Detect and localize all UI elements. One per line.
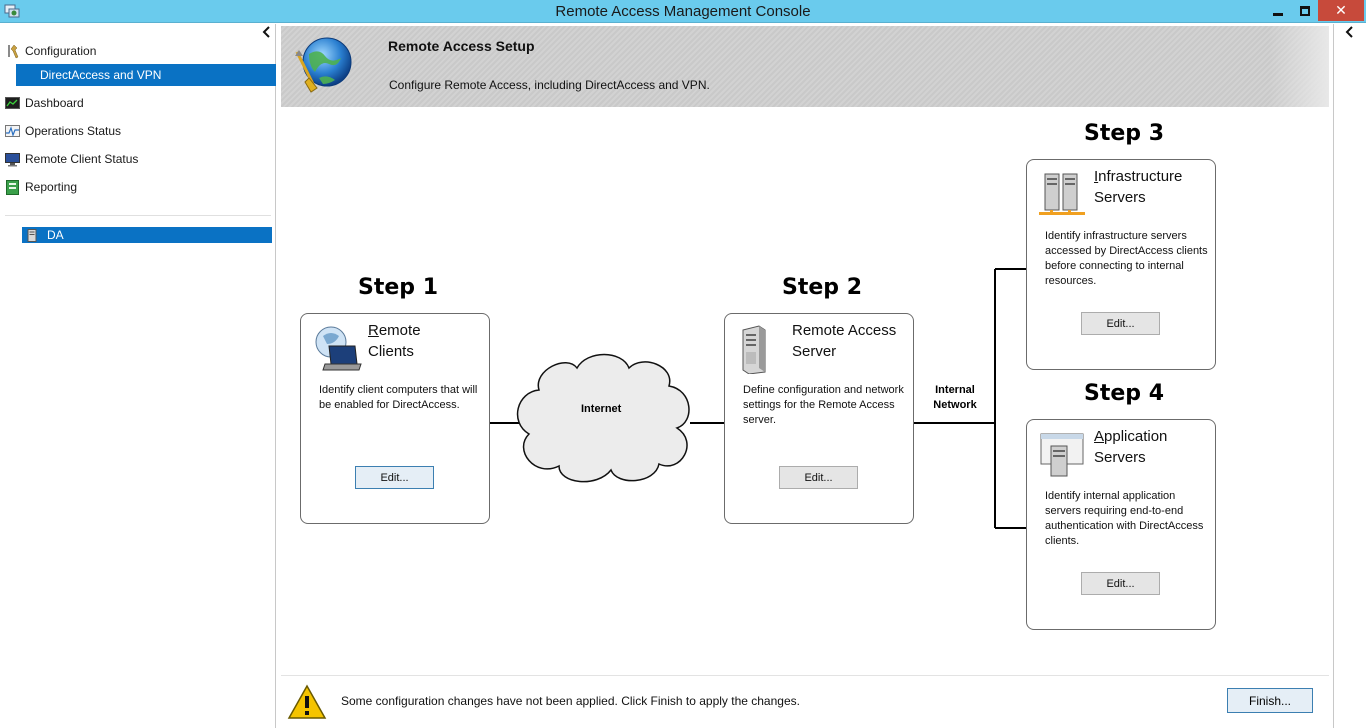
nav-item-reporting[interactable]: Reporting [5, 176, 273, 198]
remote-clients-name-rest: emote [378, 322, 421, 339]
window-title: Remote Access Management Console [555, 3, 811, 20]
remote-client-status-icon [5, 152, 20, 166]
warning-icon [287, 684, 327, 719]
remote-clients-accel: R [368, 322, 379, 339]
restore-button[interactable] [1292, 0, 1317, 21]
banner-subtitle: Configure Remote Access, including Direc… [389, 78, 710, 92]
infrastructure-servers-name: Infrastructure Servers [1094, 166, 1214, 208]
application-servers-name: Application Servers [1094, 426, 1214, 468]
step2-title: Step 2 [782, 275, 862, 300]
infrastructure-name-rest: nfrastructure [1098, 168, 1183, 185]
edit-remote-access-server-button[interactable]: Edit... [779, 466, 858, 489]
dashboard-icon [5, 96, 20, 109]
configuration-icon [8, 44, 19, 58]
remote-clients-name-line1: Remote [368, 320, 488, 341]
server-label-da: DA [47, 228, 64, 242]
internal-network-line1: Internal [935, 384, 975, 396]
application-servers-name-line2: Servers [1094, 449, 1146, 466]
header-banner: Remote Access Setup Configure Remote Acc… [281, 26, 1329, 107]
application-servers-icon [1040, 433, 1084, 477]
navigation-pane: Configuration DirectAccess and VPN Dashb… [0, 24, 276, 728]
nav-item-directaccess-vpn[interactable]: DirectAccess and VPN [16, 64, 276, 86]
remote-access-server-name-line1: Remote Access [792, 322, 897, 339]
card-remote-access-server: Remote Access Server Define configuratio… [724, 313, 914, 524]
remote-access-globe-icon [295, 37, 352, 93]
nav-label-remote-client-status: Remote Client Status [25, 152, 139, 166]
nav-item-dashboard[interactable]: Dashboard [5, 92, 273, 114]
application-name-rest: pplication [1104, 428, 1168, 445]
card-application-servers: Application Servers Identify internal ap… [1026, 419, 1216, 630]
remote-access-server-description: Define configuration and network setting… [743, 384, 904, 426]
pending-changes-message: Some configuration changes have not been… [341, 694, 800, 708]
infrastructure-servers-icon [1039, 173, 1085, 215]
operations-status-icon [5, 124, 20, 137]
nav-item-remote-client-status[interactable]: Remote Client Status [5, 148, 273, 170]
minimize-icon [1273, 13, 1283, 16]
footer-divider [281, 675, 1329, 676]
close-button[interactable]: ✕ [1318, 0, 1364, 21]
nav-label-operations-status: Operations Status [25, 124, 122, 138]
tasks-pane-collapsed [1335, 24, 1366, 728]
step3-title: Step 3 [1084, 121, 1164, 146]
remote-access-server-name-line2: Server [792, 343, 837, 360]
nav-divider [5, 215, 271, 216]
remote-clients-name-line2: Clients [368, 343, 414, 360]
application-servers-name-line1: Application [1094, 426, 1214, 447]
minimize-button[interactable] [1265, 0, 1291, 21]
nav-label-dashboard: Dashboard [25, 96, 84, 110]
infrastructure-servers-name-line1: Infrastructure [1094, 166, 1214, 187]
server-icon [27, 228, 37, 242]
server-item-da[interactable]: DA [22, 227, 272, 243]
step4-title: Step 4 [1084, 381, 1164, 406]
remote-access-server-icon [742, 325, 766, 374]
internal-network-label: Internal Network [925, 383, 985, 413]
banner-title: Remote Access Setup [388, 38, 535, 54]
remote-clients-name: Remote Clients [368, 320, 488, 362]
nav-item-configuration[interactable]: Configuration [5, 40, 273, 62]
infrastructure-servers-name-line2: Servers [1094, 189, 1146, 206]
edit-remote-clients-button[interactable]: Edit... [355, 466, 434, 489]
application-servers-description: Identify internal application servers re… [1045, 490, 1204, 547]
infrastructure-accel: I [1094, 168, 1099, 185]
edit-infrastructure-servers-button[interactable]: Edit... [1081, 312, 1160, 335]
nav-label-directaccess-vpn: DirectAccess and VPN [40, 68, 162, 82]
title-bar: Remote Access Management Console ✕ [0, 0, 1366, 23]
close-icon: ✕ [1335, 2, 1347, 19]
infrastructure-servers-description: Identify infrastructure servers accessed… [1045, 230, 1208, 287]
setup-pane: Remote Access Setup Configure Remote Acc… [277, 24, 1334, 728]
reporting-icon [6, 179, 19, 195]
nav-item-operations-status[interactable]: Operations Status [5, 120, 273, 142]
edit-application-servers-button[interactable]: Edit... [1081, 572, 1160, 595]
restore-icon [1299, 5, 1310, 16]
application-accel: A [1094, 428, 1105, 445]
internet-label: Internet [581, 403, 622, 415]
nav-label-configuration: Configuration [25, 44, 97, 58]
remote-clients-icon [315, 326, 362, 371]
card-remote-clients: Remote Clients Identify client computers… [300, 313, 490, 524]
remote-access-server-name: Remote Access Server [792, 320, 912, 362]
internet-cloud [516, 353, 690, 483]
finish-button[interactable]: Finish... [1227, 688, 1313, 713]
app-icon [4, 4, 20, 18]
expand-tasks-icon[interactable] [1343, 25, 1357, 39]
card-infrastructure-servers: Infrastructure Servers Identify infrastr… [1026, 159, 1216, 370]
nav-label-reporting: Reporting [25, 180, 78, 194]
internal-network-line2: Network [933, 399, 977, 411]
collapse-nav-icon[interactable] [260, 25, 274, 39]
step1-title: Step 1 [358, 275, 438, 300]
remote-clients-description: Identify client computers that will be e… [319, 384, 478, 411]
